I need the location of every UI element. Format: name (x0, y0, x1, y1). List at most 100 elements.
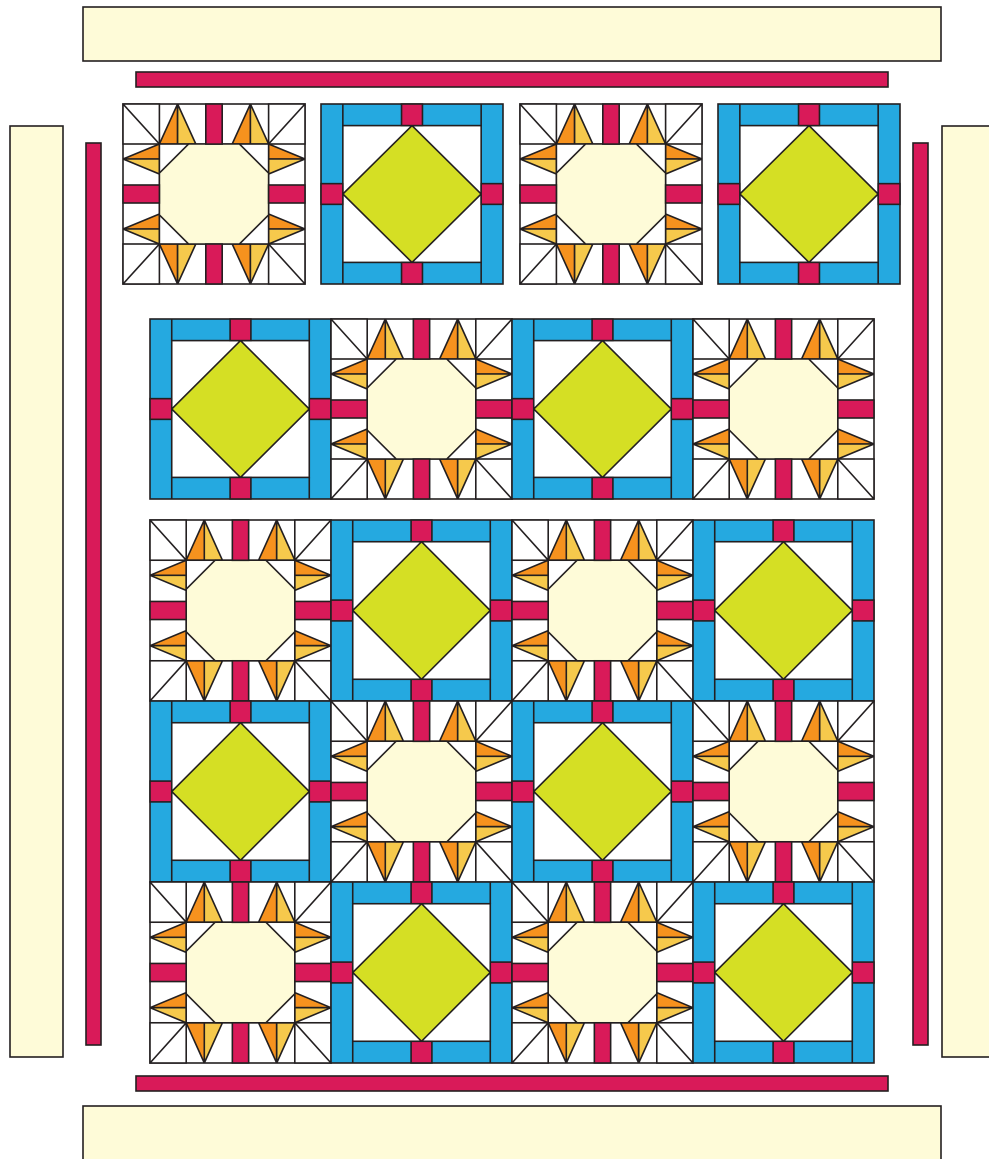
magenta-square-left (718, 184, 740, 205)
frame-block (331, 520, 512, 701)
cross-bar-bottom (413, 842, 429, 882)
magenta-square-bottom (799, 262, 820, 284)
cross-bar-top (594, 520, 610, 560)
cross-bar-bottom (775, 842, 791, 882)
cross-bar-bottom (413, 459, 429, 499)
center-octagon (367, 359, 476, 459)
magenta-square-top (230, 701, 251, 723)
magenta-square-right (878, 184, 900, 205)
magenta-square-bottom (402, 262, 423, 284)
magenta-square-left (512, 781, 534, 802)
cross-bar-bottom (206, 244, 222, 284)
inner-border-right (913, 143, 928, 1045)
star-block (150, 520, 331, 701)
cross-bar-bottom (232, 661, 248, 701)
magenta-square-top (592, 701, 613, 723)
star-block (150, 882, 331, 1063)
center-octagon (556, 144, 665, 244)
frame-block (693, 520, 874, 701)
magenta-square-left (693, 600, 715, 621)
center-octagon (367, 741, 476, 842)
outer-border-bottom (83, 1106, 941, 1159)
cross-bar-right (476, 400, 512, 418)
center-octagon (159, 144, 268, 244)
cross-bar-top (775, 701, 791, 741)
magenta-square-top (411, 882, 432, 904)
cross-bar-top (206, 104, 222, 144)
frame-block (718, 104, 900, 284)
star-block (512, 882, 693, 1063)
frame-block (150, 701, 331, 882)
inner-border-top (136, 72, 888, 87)
cross-bar-right (295, 963, 331, 981)
frame-block (321, 104, 503, 284)
magenta-square-left (331, 962, 353, 983)
magenta-square-top (230, 319, 251, 341)
magenta-square-right (309, 399, 331, 420)
cross-bar-left (520, 185, 556, 203)
star-block (123, 104, 305, 284)
cross-bar-right (666, 185, 702, 203)
cross-bar-top (232, 520, 248, 560)
magenta-square-left (150, 399, 172, 420)
magenta-square-bottom (773, 679, 794, 701)
magenta-square-right (671, 781, 693, 802)
outer-border-right (942, 126, 989, 1057)
center-octagon (548, 922, 657, 1023)
magenta-square-bottom (411, 679, 432, 701)
magenta-square-right (490, 962, 512, 983)
center-octagon (729, 359, 838, 459)
cross-bar-right (838, 782, 874, 800)
cross-bar-right (657, 963, 693, 981)
frame-block (512, 701, 693, 882)
cross-bar-left (512, 601, 548, 619)
magenta-square-bottom (230, 860, 251, 882)
magenta-square-left (331, 600, 353, 621)
cross-bar-left (150, 963, 186, 981)
magenta-square-left (321, 184, 343, 205)
frame-block (693, 882, 874, 1063)
magenta-square-top (773, 882, 794, 904)
magenta-square-bottom (592, 477, 613, 499)
cross-bar-left (331, 400, 367, 418)
magenta-square-left (512, 399, 534, 420)
inner-border-left (86, 143, 101, 1045)
cross-bar-right (269, 185, 305, 203)
magenta-square-left (150, 781, 172, 802)
cross-bar-left (693, 400, 729, 418)
cross-bar-top (603, 104, 619, 144)
magenta-square-right (852, 600, 874, 621)
cross-bar-bottom (594, 661, 610, 701)
magenta-square-right (481, 184, 503, 205)
cross-bar-top (775, 319, 791, 359)
center-octagon (729, 741, 838, 842)
star-block (520, 104, 702, 284)
magenta-square-top (592, 319, 613, 341)
cross-bar-top (413, 319, 429, 359)
magenta-square-right (852, 962, 874, 983)
magenta-square-bottom (411, 1041, 432, 1063)
frame-block (512, 319, 693, 499)
cross-bar-left (693, 782, 729, 800)
star-block (693, 319, 874, 499)
cross-bar-right (657, 601, 693, 619)
frame-block (150, 319, 331, 499)
magenta-square-bottom (592, 860, 613, 882)
frame-block (331, 882, 512, 1063)
outer-border-left (10, 126, 63, 1057)
inner-border-bottom (136, 1076, 888, 1091)
cross-bar-bottom (603, 244, 619, 284)
magenta-square-right (309, 781, 331, 802)
outer-border-top (83, 7, 941, 61)
cross-bar-left (123, 185, 159, 203)
cross-bar-bottom (232, 1023, 248, 1063)
cross-bar-right (295, 601, 331, 619)
cross-bar-left (150, 601, 186, 619)
magenta-square-top (799, 104, 820, 126)
cross-bar-top (594, 882, 610, 922)
magenta-square-left (693, 962, 715, 983)
cross-bar-top (232, 882, 248, 922)
center-octagon (548, 560, 657, 661)
star-block (331, 701, 512, 882)
